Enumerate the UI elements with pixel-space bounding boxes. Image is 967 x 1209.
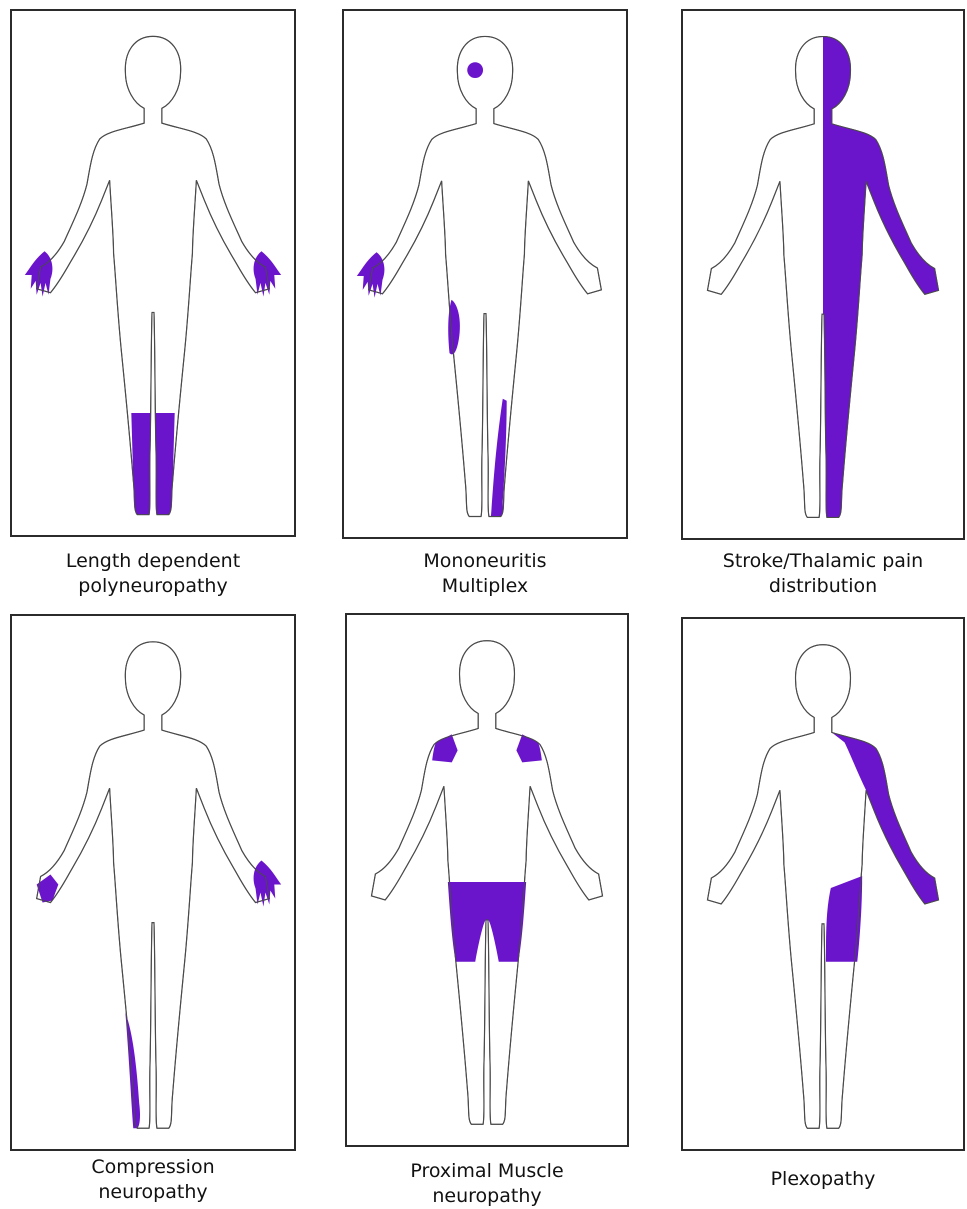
caption-line-1: Proximal Muscle [345,1159,629,1184]
body-figure-2 [344,11,626,537]
caption-line-2: neuropathy [345,1184,629,1209]
caption-line-2: neuropathy [10,1180,296,1205]
caption-line-1: Plexopathy [681,1167,965,1192]
panel-plexopathy [681,617,965,1151]
caption-compression: Compression neuropathy [10,1155,296,1205]
body-figure-3 [683,11,963,538]
caption-line-2: polyneuropathy [10,574,296,599]
body-figure-4 [12,616,294,1149]
caption-length-dependent: Length dependent polyneuropathy [10,549,296,599]
affected-region-head [467,62,483,78]
affected-region-left-half-body [823,37,939,518]
body-figure-5 [347,615,627,1145]
panel-proximal-muscle [345,613,629,1147]
caption-line-1: Stroke/Thalamic pain [681,549,965,574]
body-figure-1 [12,11,294,535]
body-outline [707,37,938,518]
panel-length-dependent [10,9,296,537]
panel-compression [10,614,296,1151]
panel-stroke [681,9,965,540]
body-outline [37,36,270,514]
caption-stroke: Stroke/Thalamic pain distribution [681,549,965,599]
caption-proximal-muscle: Proximal Muscle neuropathy [345,1159,629,1209]
body-outline [707,645,938,1129]
caption-line-1: Compression [10,1155,296,1180]
caption-line-1: Mononeuritis [342,549,628,574]
caption-plexopathy: Plexopathy [681,1167,965,1192]
caption-line-2: distribution [681,574,965,599]
panel-mononeuritis [342,9,628,539]
body-outline [369,36,602,516]
affected-region-thighs-both [448,882,526,962]
caption-line-2: Multiplex [342,574,628,599]
caption-line-1: Length dependent [10,549,296,574]
affected-region-thigh-left [826,876,862,962]
caption-mononeuritis: Mononeuritis Multiplex [342,549,628,599]
body-outline [37,642,270,1128]
body-figure-6 [683,619,963,1149]
